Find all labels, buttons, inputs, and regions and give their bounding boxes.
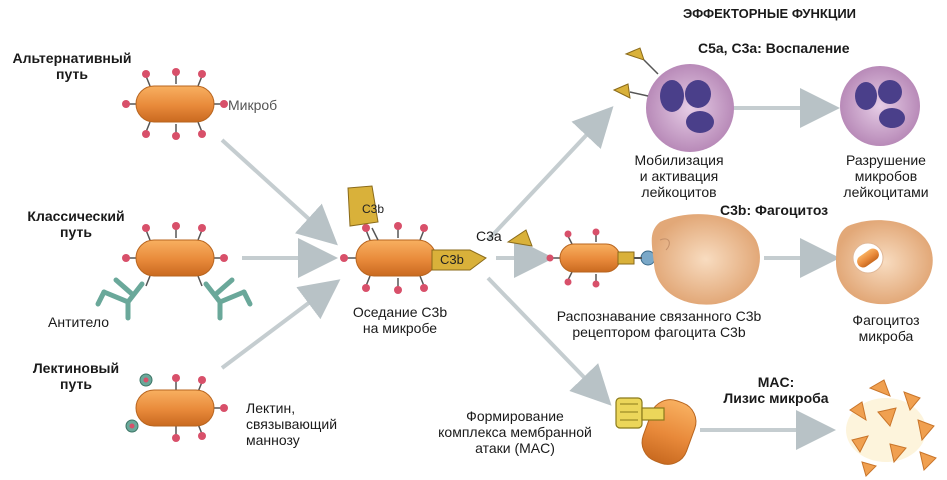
c3b-large-label: C3b xyxy=(362,202,384,216)
c3b-deposit-label: Оседание C3b на микробе xyxy=(352,304,448,336)
microbe-alternative xyxy=(122,68,228,140)
microbe-phago-recognition xyxy=(546,228,656,288)
effector-functions-title: ЭФФЕКТОРНЫЕ ФУНКЦИИ xyxy=(683,6,857,21)
phago-result-label: Фагоцитоз микроба xyxy=(852,312,920,344)
c3b-bound-tag xyxy=(431,249,487,271)
microbe-label: Микроб xyxy=(228,97,278,113)
mac-title: MAC: Лизис микроба xyxy=(723,374,829,406)
phagocytosis-title: C3b: Фагоцитоз xyxy=(720,202,829,218)
c3b-molecule-large xyxy=(347,185,379,227)
inflammation-title: C5a, C3a: Воспаление xyxy=(698,40,850,56)
microbe-c3b-deposit xyxy=(340,185,487,294)
antibody-right xyxy=(203,277,253,321)
antibody-left xyxy=(95,277,145,321)
microbe-lectin xyxy=(125,373,228,442)
phagocyte-engulfed xyxy=(836,220,933,305)
arrow-alt-to-deposit xyxy=(220,138,338,246)
pathway-classical-label: Классический путь xyxy=(27,208,125,240)
pathway-alternative-label: Альтернативный путь xyxy=(12,50,132,82)
arrow-lectin-to-deposit xyxy=(220,279,341,370)
c3b-tag-label: C3b xyxy=(440,252,464,267)
phagocyte xyxy=(651,214,760,305)
mobilization-label: Мобилизация и активация лейкоцитов xyxy=(634,152,724,200)
mac-formation-label: Формирование комплекса мембранной атаки … xyxy=(438,408,592,456)
c3a-label: C3a xyxy=(476,228,502,244)
arrows xyxy=(220,88,840,450)
arrow-to-mac xyxy=(486,276,612,406)
neutrophil-activated xyxy=(612,47,734,152)
c3a-fragment xyxy=(506,229,533,247)
mac-complex xyxy=(615,397,697,465)
destruction-label: Разрушение микробов лейкоцитами xyxy=(843,152,929,200)
antibody-label: Антитело xyxy=(48,314,109,330)
microbe-classical xyxy=(122,222,228,287)
neutrophil-destroying xyxy=(840,66,920,146)
pathway-lectin-label: Лектиновый путь xyxy=(32,360,120,392)
lysed-microbe-fragments xyxy=(846,379,937,477)
arrow-to-inflammation xyxy=(486,106,614,242)
lectin-label: Лектин, связывающий маннозу xyxy=(246,400,338,448)
recognition-label: Распознавание связанного C3b рецептором … xyxy=(556,308,762,340)
